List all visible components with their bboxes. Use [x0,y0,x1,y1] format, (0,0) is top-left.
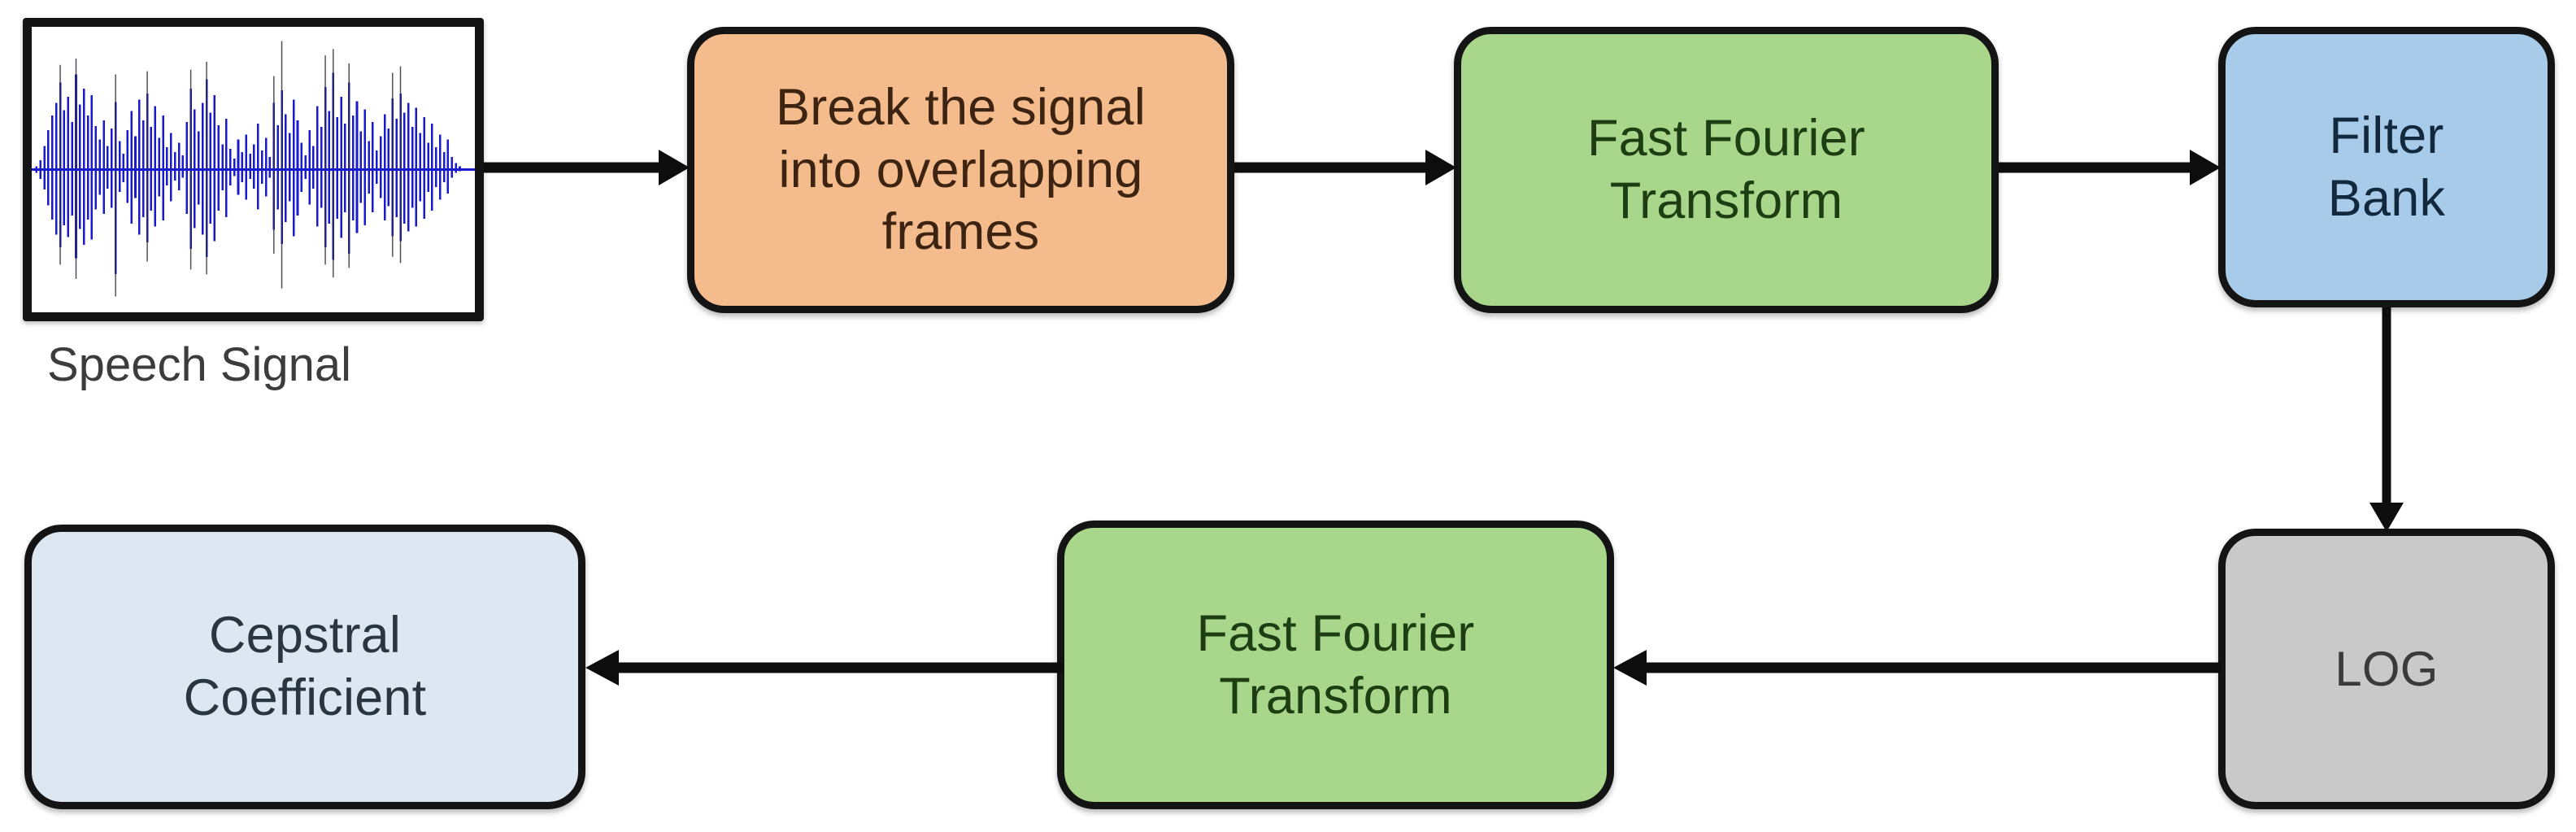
arrow-right-icon [484,150,690,185]
node-speech-signal[interactable] [23,18,484,321]
node-fft-bottom-label: Fast Fourier Transform [1196,604,1475,725]
speech-waveform-icon [32,41,475,297]
node-cepstral-coefficient-label: Cepstral Coefficient [183,607,427,726]
arrow-down-icon [2369,307,2404,532]
arrow-frames-to-fft [1234,146,1458,189]
node-fft-top-label: Fast Fourier Transform [1587,110,1865,229]
node-cepstral-coefficient[interactable]: Cepstral Coefficient [24,525,585,809]
arrow-speech-to-frames [484,146,691,189]
speech-signal-caption: Speech Signal [47,338,352,391]
arrow-log-to-fft-bottom [1612,647,2221,689]
arrow-fft-bottom-to-cepstral [584,647,1064,689]
node-break-frames-label: Break the signal into overlapping frames [776,78,1146,261]
arrow-right-icon [1999,150,2221,185]
node-fft-top[interactable]: Fast Fourier Transform [1454,27,1999,313]
arrow-left-icon [585,650,1064,686]
arrow-left-icon [1613,650,2221,686]
arrow-fft-to-filterbank [1999,146,2222,189]
node-log-label: LOG [2334,641,2439,696]
node-break-frames[interactable]: Break the signal into overlapping frames [687,27,1234,313]
arrow-right-icon [1234,150,1456,185]
node-fft-bottom[interactable]: Fast Fourier Transform [1057,521,1614,809]
node-log[interactable]: LOG [2218,529,2555,809]
node-filter-bank[interactable]: Filter Bank [2218,27,2555,307]
node-filter-bank-label: Filter Bank [2327,107,2446,227]
arrow-filterbank-to-log [2365,307,2408,534]
